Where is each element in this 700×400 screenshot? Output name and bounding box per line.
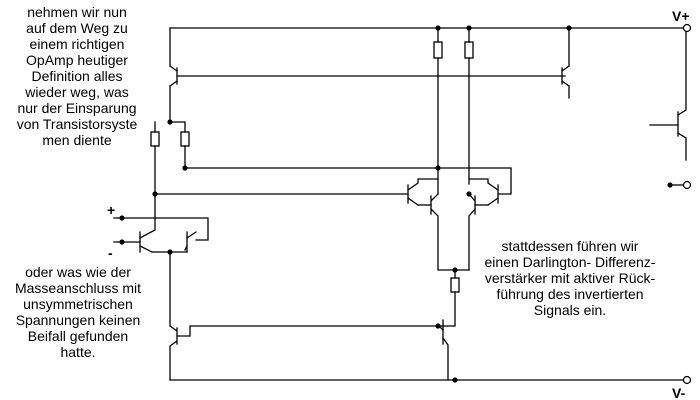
darlington-right: [468, 178, 499, 271]
note-top-left-line: einem richtigen: [29, 36, 125, 52]
input-minus-label: -: [108, 245, 113, 261]
note-right-line: stattdessen führen wir: [501, 238, 639, 254]
note-top-left-line: auf dem Weg zu: [26, 20, 128, 36]
note-right: stattdessen führen wir einen Darlington-…: [470, 238, 670, 318]
note-top-left-line: von Transistorsyste: [16, 116, 138, 132]
tail-current-source: [437, 269, 460, 381]
note-top-left-line: OpAmp heutiger: [26, 52, 128, 68]
output-transistor: [649, 27, 687, 186]
v-plus-label: V+: [672, 8, 690, 24]
top-right-transistor: [561, 27, 570, 99]
v-minus-terminal: [682, 375, 692, 385]
note-top-left-line: wieder weg, was: [25, 84, 129, 100]
note-right-line: einen Darlington- Differenz-: [484, 254, 656, 270]
junction-dots: [119, 25, 673, 383]
note-bottom-left-line: hatte.: [60, 344, 96, 360]
output-terminal: [682, 180, 692, 190]
v-plus-terminal: [682, 23, 692, 33]
bottom-current-source: [169, 325, 444, 381]
note-bottom-left-line: Spannungen keinen: [15, 312, 141, 328]
note-right-line: Signals ein.: [533, 302, 607, 318]
feedback-line-upper: [184, 167, 512, 195]
v-minus-label: V-: [672, 385, 686, 400]
note-right-line: verstärker mit aktiver Rück-: [484, 270, 656, 286]
note-bottom-left-line: oder was wie der: [25, 264, 131, 280]
input-plus-label: +: [107, 202, 116, 218]
note-top-left-line: men diente: [42, 132, 112, 148]
top-left-transistor: [150, 27, 566, 195]
note-top-left-line: nehmen wir nun: [27, 4, 127, 20]
note-bottom-left-line: Masseanschluss mit: [14, 280, 142, 296]
note-right-line: führung des invertierten: [496, 286, 644, 302]
note-bottom-left-line: unsymmetrischen: [23, 296, 133, 312]
note-top-left: nehmen wir nun auf dem Weg zu einem rich…: [4, 4, 150, 148]
note-bottom-left: oder was wie der Masseanschluss mit unsy…: [4, 264, 152, 360]
note-top-left-line: nur der Einsparung: [17, 100, 137, 116]
note-bottom-left-line: Beifall gefunden: [27, 328, 129, 344]
note-top-left-line: Definition alles: [31, 68, 123, 84]
